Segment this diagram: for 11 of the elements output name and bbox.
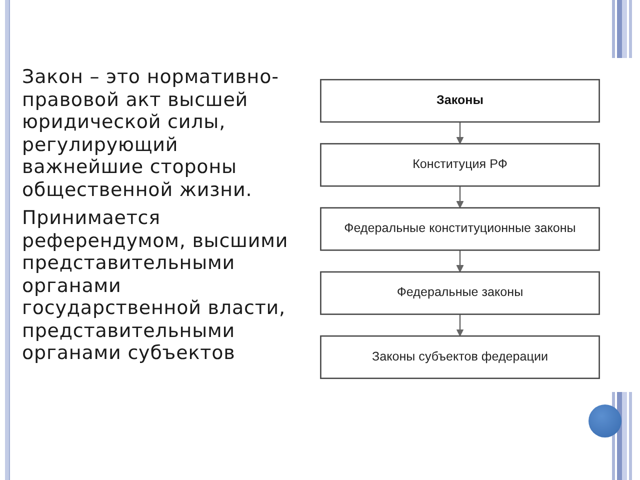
arrow xyxy=(456,314,464,336)
arrow xyxy=(456,122,464,144)
body-text: Закон – это нормативно-правовой акт высшей юридической силы, регулирующий важнейшие стороны общественной жизни. xyxy=(22,66,280,201)
node-box: Конституция РФ xyxy=(320,143,600,187)
node-box: Федеральные законы xyxy=(320,271,600,315)
arrow xyxy=(456,186,464,208)
node-box: Федеральные конституционные законы xyxy=(320,207,600,251)
arrow xyxy=(456,250,464,272)
node-box: Законы xyxy=(320,78,600,123)
body-text: Принимается референдумом, высшими представительными органами государственной власти, представительными органами субъектов xyxy=(22,207,290,364)
node-box: Законы субъектов федерации xyxy=(320,335,600,380)
